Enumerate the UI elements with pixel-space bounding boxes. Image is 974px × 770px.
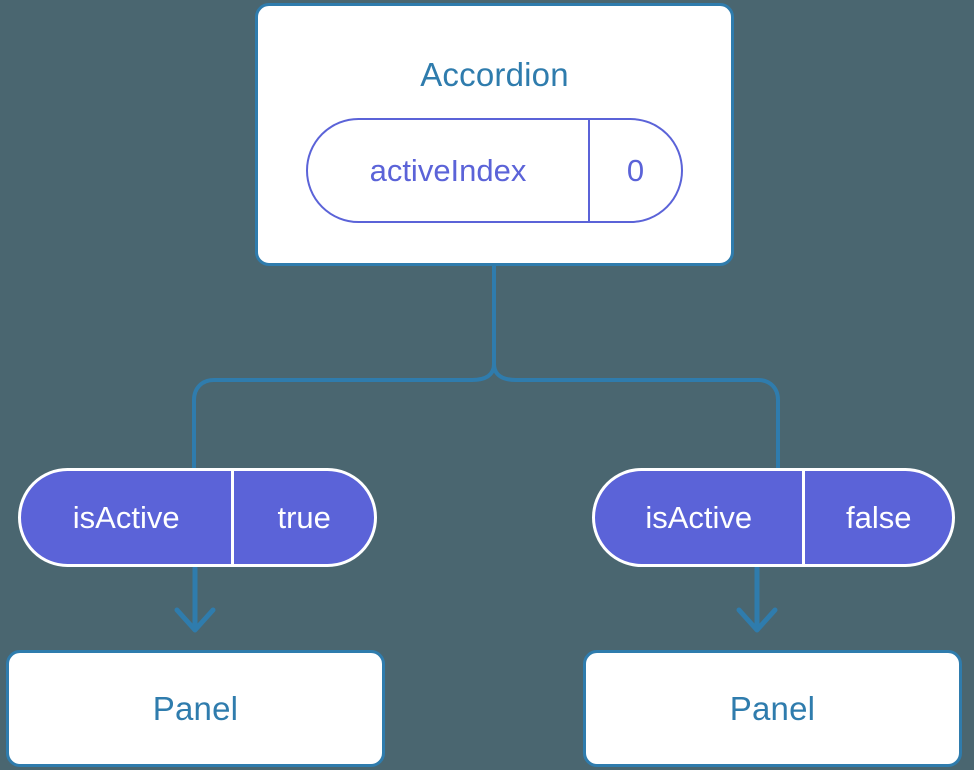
prop-pill-is-active-left-value: true [231, 471, 374, 564]
prop-pill-active-index[interactable]: activeIndex 0 [306, 118, 683, 223]
prop-pill-is-active-right-key: isActive [645, 500, 753, 535]
prop-pill-active-index-value: 0 [587, 120, 681, 221]
arrow-left-down [174, 565, 216, 633]
accordion-title: Accordion [420, 56, 569, 93]
prop-pill-is-active-left-key: isActive [72, 500, 180, 535]
prop-pill-active-index-key: activeIndex [369, 153, 527, 188]
prop-pill-is-active-left[interactable]: isActive true [18, 468, 377, 567]
connector-root-to-branches [192, 264, 780, 470]
panel-component-card-left[interactable]: Panel [6, 650, 385, 767]
panel-title-left: Panel [152, 690, 239, 727]
arrow-right-down [736, 565, 778, 633]
prop-pill-is-active-right[interactable]: isActive false [592, 468, 955, 567]
prop-pill-is-active-right-value: false [802, 471, 952, 564]
panel-title-right: Panel [729, 690, 816, 727]
panel-component-card-right[interactable]: Panel [583, 650, 962, 767]
